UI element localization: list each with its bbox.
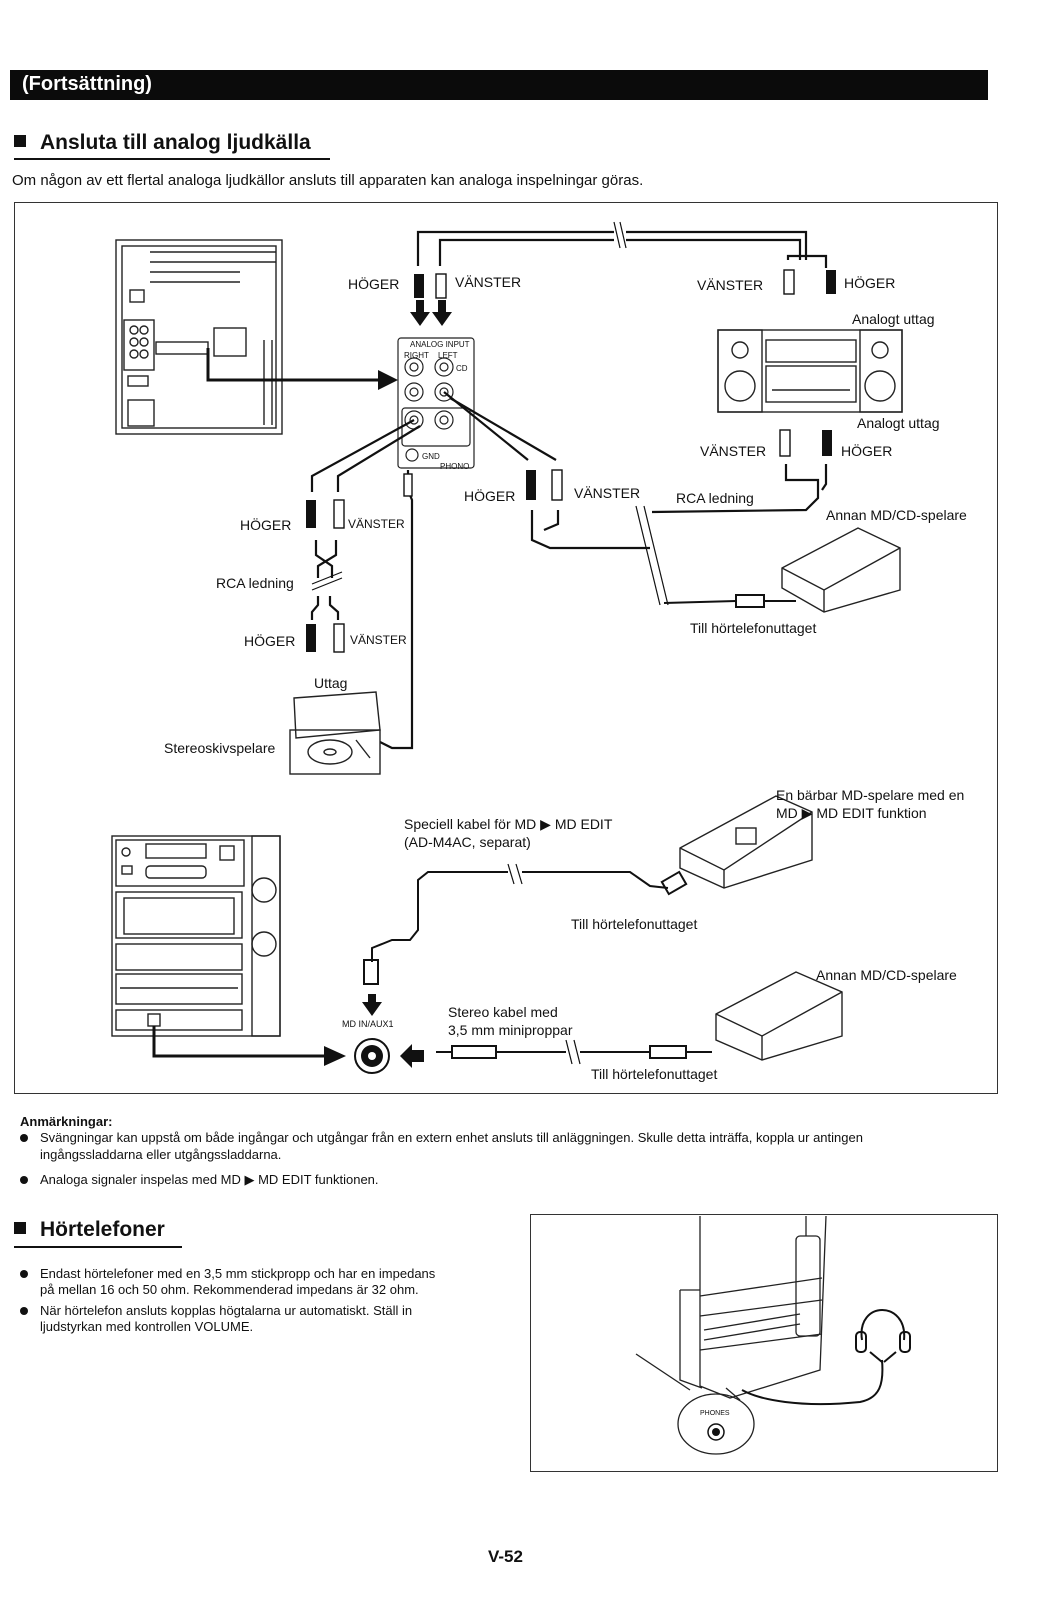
note-text: Svängningar kan uppstå om både ingångar … <box>40 1130 863 1145</box>
system-front-unit <box>699 1215 827 1399</box>
portable-md-player <box>679 795 813 889</box>
bullet-line: När hörtelefon ansluts kopplas högtalarn… <box>40 1303 413 1318</box>
label-output: Uttag <box>314 675 348 691</box>
heading-underline <box>14 1246 182 1248</box>
label-stereo-cable: Stereo kabel med <box>448 1004 558 1020</box>
panel-label-phono: PHONO <box>440 462 470 471</box>
phones-zoom-circle <box>677 1393 755 1455</box>
section-banner: (Fortsättning) <box>10 70 988 100</box>
label-vanster: VÄNSTER <box>574 485 641 501</box>
label-headphone-jack: Till hörtelefonuttaget <box>571 916 698 932</box>
label-hoger: HÖGER <box>464 488 516 504</box>
square-bullet-icon <box>14 135 26 147</box>
panel-label-gnd: GND <box>422 452 440 461</box>
md-in-jack <box>354 1038 390 1074</box>
analog-input-panel <box>397 337 475 469</box>
section-title: Hörtelefoner <box>40 1218 165 1241</box>
bullet-line: ljudstyrkan med kontrollen VOLUME. <box>40 1319 254 1334</box>
label-hoger: HÖGER <box>244 633 296 649</box>
square-bullet-icon <box>14 1222 26 1234</box>
note-item: Analoga signaler inspelas med MD ▶ MD ED… <box>20 1172 379 1188</box>
heading-underline <box>14 158 330 160</box>
label-md-in: MD IN/AUX1 <box>342 1019 394 1029</box>
label-vanster: VÄNSTER <box>700 443 767 459</box>
panel-label-analog-input: ANALOG INPUT <box>410 340 470 349</box>
label-portable-md: En bärbar MD-spelare med en <box>776 787 965 803</box>
label-headphone-jack: Till hörtelefonuttaget <box>690 620 817 636</box>
phones-jack-icon <box>707 1423 725 1441</box>
connection-diagram-frame <box>14 202 998 1094</box>
label-special-cable-model: (AD-M4AC, separat) <box>404 834 531 850</box>
bullet-icon <box>20 1134 28 1142</box>
main-unit-rear <box>115 239 283 435</box>
page-number: V-52 <box>488 1547 523 1566</box>
bullet-line: Endast hörtelefoner med en 3,5 mm stickp… <box>40 1266 436 1281</box>
headphone-diagram-frame <box>530 1214 998 1472</box>
label-other-md-player: Annan MD/CD-spelare <box>816 967 957 983</box>
bullet-icon <box>20 1270 28 1278</box>
label-analog-out: Analogt uttag <box>857 415 940 431</box>
label-other-md-player: Annan MD/CD-spelare <box>826 507 967 523</box>
section-title: Ansluta till analog ljudkälla <box>40 131 311 154</box>
headphone-bullet: När hörtelefon ansluts kopplas högtalarn… <box>20 1303 510 1335</box>
notes-title: Anmärkningar: <box>20 1114 113 1129</box>
label-portable-md-function: MD ▶ MD EDIT funktion <box>776 805 927 821</box>
label-analog-out: Analogt uttag <box>852 311 935 327</box>
label-hoger: HÖGER <box>841 443 893 459</box>
section-heading-analog: Ansluta till analog ljudkälla <box>14 131 311 155</box>
section-heading-headphones: Hörtelefoner <box>14 1218 165 1242</box>
label-hoger: HÖGER <box>240 517 292 533</box>
headphone-bullet: Endast hörtelefoner med en 3,5 mm stickp… <box>20 1266 510 1298</box>
note-item: Svängningar kan uppstå om både ingångar … <box>20 1130 1000 1146</box>
label-turntable: Stereoskivspelare <box>164 740 276 756</box>
label-phones: PHONES <box>700 1410 730 1417</box>
panel-label-right: RIGHT <box>404 351 429 360</box>
md-player-2 <box>715 971 843 1061</box>
md-player-1 <box>781 527 901 613</box>
bullet-icon <box>20 1176 28 1184</box>
label-hoger: HÖGER <box>348 276 400 292</box>
label-vanster: VÄNSTER <box>348 517 405 531</box>
label-rca-cable: RCA ledning <box>676 490 754 506</box>
note-text: Analoga signaler inspelas med MD ▶ MD ED… <box>40 1172 379 1187</box>
bullet-line: på mellan 16 och 50 ohm. Rekommenderad i… <box>40 1282 419 1297</box>
label-vanster: VÄNSTER <box>350 633 407 647</box>
intro-text: Om någon av ett flertal analoga ljudkäll… <box>12 172 644 189</box>
label-rca-cable: RCA ledning <box>216 575 294 591</box>
panel-label-cd: CD <box>456 364 468 373</box>
label-hoger: HÖGER <box>844 275 896 291</box>
label-vanster: VÄNSTER <box>697 277 764 293</box>
headphones-band <box>860 1309 906 1341</box>
panel-label-left: LEFT <box>438 351 458 360</box>
bullet-icon <box>20 1307 28 1315</box>
note-item-continued: ingångssladdarna eller utgångssladdarna. <box>40 1147 282 1162</box>
label-special-cable: Speciell kabel för MD ▶ MD EDIT <box>404 816 613 832</box>
label-vanster: VÄNSTER <box>455 274 522 290</box>
label-headphone-jack: Till hörtelefonuttaget <box>591 1066 718 1082</box>
label-mini-plugs: 3,5 mm miniproppar <box>448 1022 573 1038</box>
turntable-body <box>289 729 381 775</box>
banner-title: (Fortsättning) <box>22 73 152 95</box>
